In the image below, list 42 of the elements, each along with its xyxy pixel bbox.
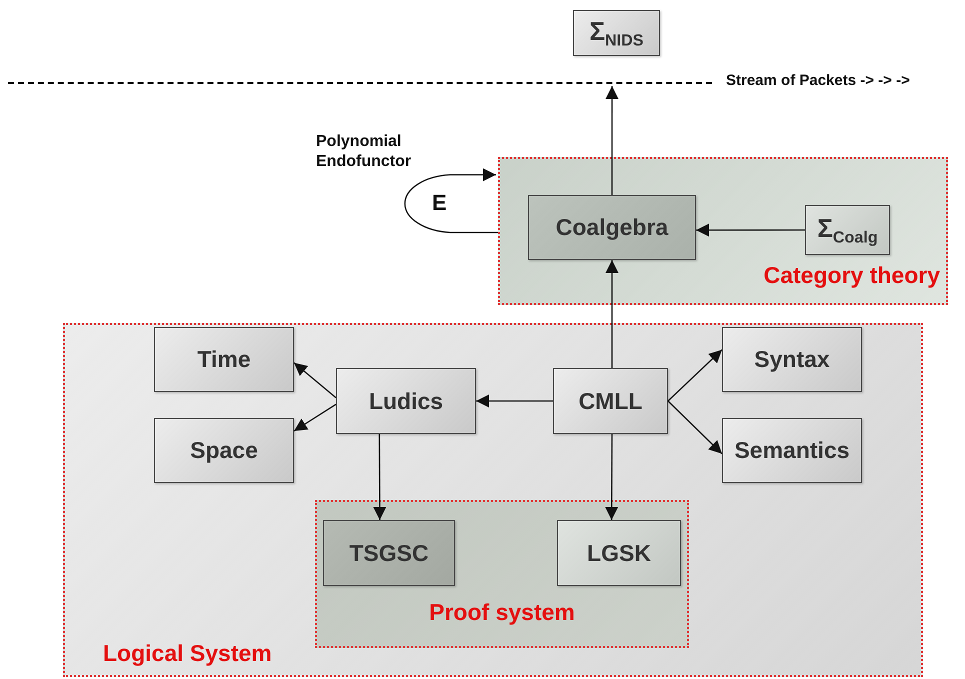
- dashed-group-area: [63, 323, 923, 677]
- arrow: [373, 434, 386, 520]
- edge-label: E: [432, 190, 447, 216]
- process-box: [154, 418, 294, 483]
- process-box: [573, 10, 660, 56]
- process-box: [722, 327, 862, 392]
- dashed-group-area: [498, 157, 948, 305]
- box-label: Syntax: [754, 346, 830, 373]
- process-box: [553, 368, 668, 434]
- arrow: [668, 349, 722, 402]
- process-box: [323, 520, 455, 586]
- box-label: LGSK: [587, 540, 651, 566]
- box-label: Coalgebra: [556, 214, 668, 241]
- dashed-group-area: [315, 500, 689, 648]
- box-label: CMLL: [578, 388, 642, 414]
- arrow: [404, 168, 498, 234]
- stream-caption: Stream of Packets -> -> ->: [726, 72, 910, 89]
- arrow: [606, 260, 618, 368]
- process-box: [528, 195, 696, 260]
- arrow: [606, 86, 619, 195]
- arrow: [294, 362, 336, 398]
- group-title: Category theory: [764, 262, 940, 289]
- process-box: [154, 327, 294, 392]
- arrow: [294, 404, 336, 432]
- annotation-text: Polynomial Endofunctor: [316, 132, 412, 172]
- arrow: [696, 224, 805, 237]
- box-label: Σ$_{NIDS}$: [589, 16, 644, 50]
- box-label: Σ$_{Coalg}$: [817, 212, 878, 248]
- box-label: Ludics: [368, 388, 444, 414]
- process-box: [336, 368, 476, 434]
- box-label: TSGSC: [349, 540, 429, 566]
- process-box: [557, 520, 681, 586]
- arrow: [668, 400, 722, 454]
- group-title: Logical System: [103, 640, 272, 667]
- arrow: [476, 394, 553, 408]
- box-label: Space: [190, 437, 258, 464]
- arrow: [605, 434, 618, 520]
- group-title: Proof system: [428, 599, 576, 626]
- process-box: [805, 205, 890, 255]
- process-box: [722, 418, 862, 483]
- box-label: Time: [197, 346, 251, 373]
- box-label: Semantics: [734, 437, 850, 464]
